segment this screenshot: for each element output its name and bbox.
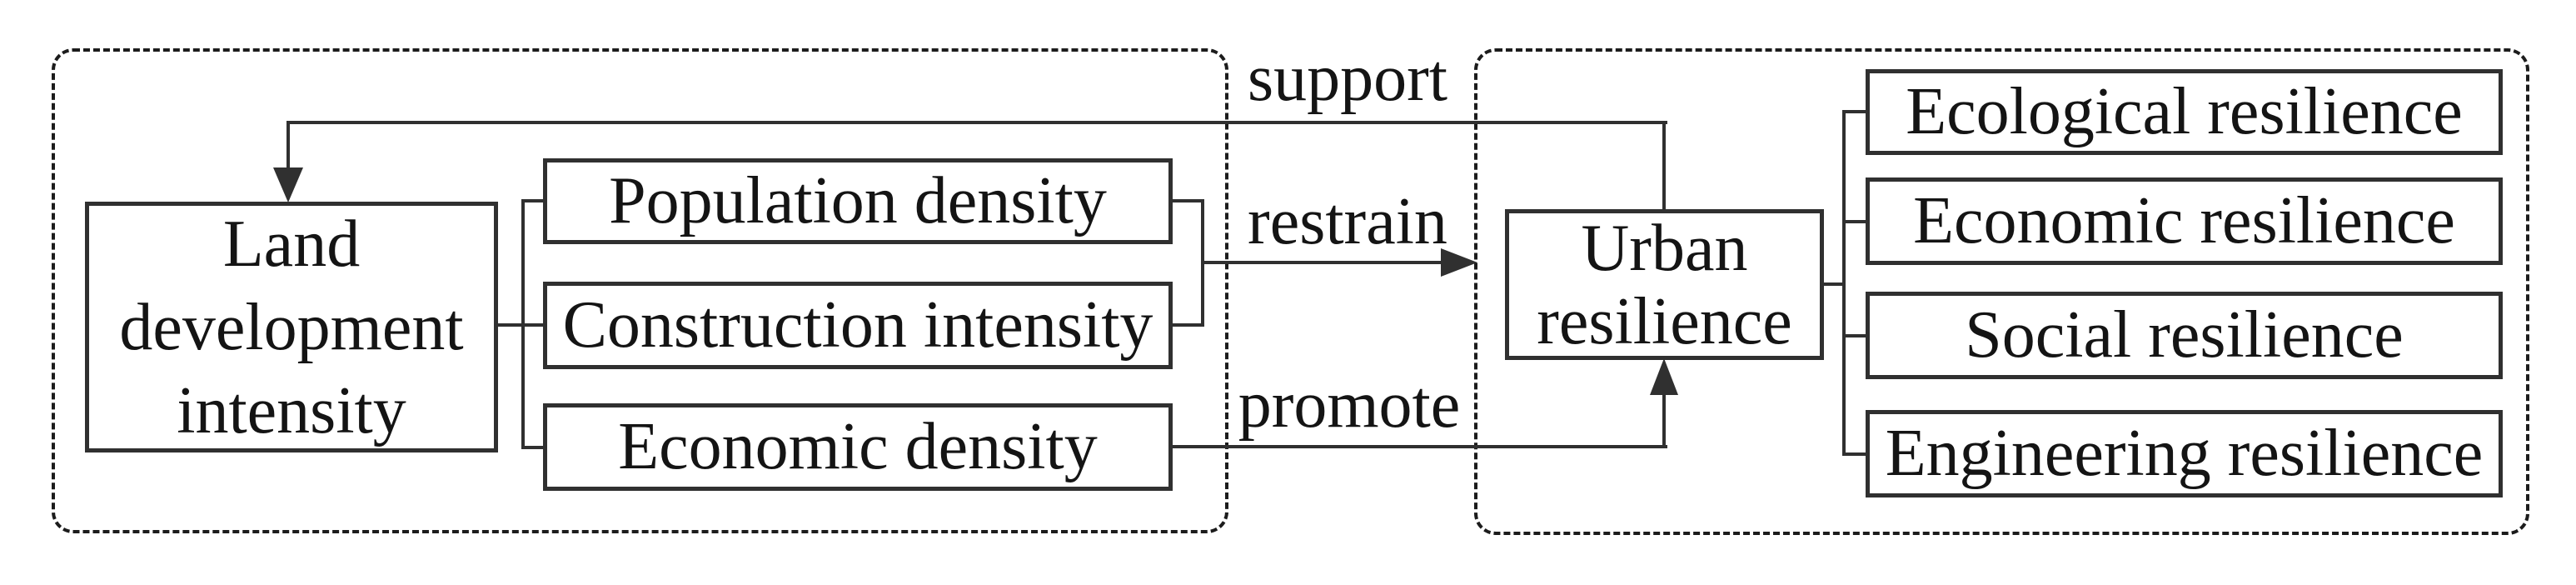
restrain-arrow-line — [1201, 261, 1444, 264]
population-density-box: Population density — [543, 158, 1173, 244]
urban-bracket-vertical — [1842, 110, 1846, 456]
urban-bracket-stub-ecological — [1842, 110, 1867, 113]
economic-density-label: Economic density — [618, 410, 1098, 483]
land-box-line-3: intensity — [177, 373, 406, 448]
support-label-text: support — [1248, 41, 1447, 115]
economic-density-box: Economic density — [543, 403, 1173, 491]
land-box-line-2: development — [119, 290, 464, 364]
promote-line-horizontal — [1169, 445, 1667, 448]
support-line-horizontal — [286, 121, 1667, 124]
engineering-resilience-label: Engineering resilience — [1885, 417, 2484, 490]
restrain-label: restrain — [1173, 185, 1522, 258]
urban-bracket-stub — [1822, 282, 1846, 286]
land-bracket-stub-construction — [521, 323, 546, 327]
urban-box-line-1: Urban — [1581, 211, 1748, 285]
urban-resilience-group-frame — [1474, 48, 2529, 535]
land-bracket-stub-population — [521, 199, 546, 202]
support-line-vertical-right — [1662, 121, 1666, 212]
promote-label-text: promote — [1238, 368, 1461, 442]
urban-resilience-box: Urban resilience — [1505, 209, 1824, 360]
land-development-group-frame — [52, 48, 1228, 533]
ecological-resilience-label: Ecological resilience — [1906, 75, 2463, 148]
construction-intensity-label: Construction intensity — [562, 288, 1153, 362]
restrain-stub-construction — [1169, 323, 1204, 327]
restrain-label-text: restrain — [1248, 184, 1447, 258]
support-label: support — [1173, 40, 1522, 117]
urban-bracket-stub-engineering — [1842, 452, 1867, 456]
engineering-resilience-box: Engineering resilience — [1866, 410, 2503, 498]
restrain-arrowhead — [1441, 248, 1477, 277]
promote-line-vertical — [1662, 392, 1666, 448]
restrain-stub-population — [1169, 199, 1204, 202]
land-development-intensity-box: Land development intensity — [85, 202, 498, 452]
urban-bracket-stub-economic — [1842, 220, 1867, 223]
promote-label: promote — [1174, 367, 1524, 443]
urban-box-line-2: resilience — [1537, 284, 1792, 358]
urban-bracket-stub-social — [1842, 334, 1867, 338]
economic-resilience-label: Economic resilience — [1913, 184, 2455, 258]
land-box-line-1: Land — [222, 207, 361, 281]
land-bracket-stub — [496, 323, 525, 327]
social-resilience-box: Social resilience — [1866, 292, 2503, 379]
construction-intensity-box: Construction intensity — [543, 282, 1173, 369]
land-bracket-stub-economic — [521, 446, 546, 449]
social-resilience-label: Social resilience — [1965, 298, 2404, 372]
support-arrowhead — [273, 168, 303, 202]
support-line-vertical-left — [286, 121, 290, 172]
economic-resilience-box: Economic resilience — [1866, 178, 2503, 265]
population-density-label: Population density — [609, 164, 1107, 238]
ecological-resilience-box: Ecological resilience — [1866, 69, 2503, 155]
promote-arrowhead — [1650, 358, 1678, 395]
